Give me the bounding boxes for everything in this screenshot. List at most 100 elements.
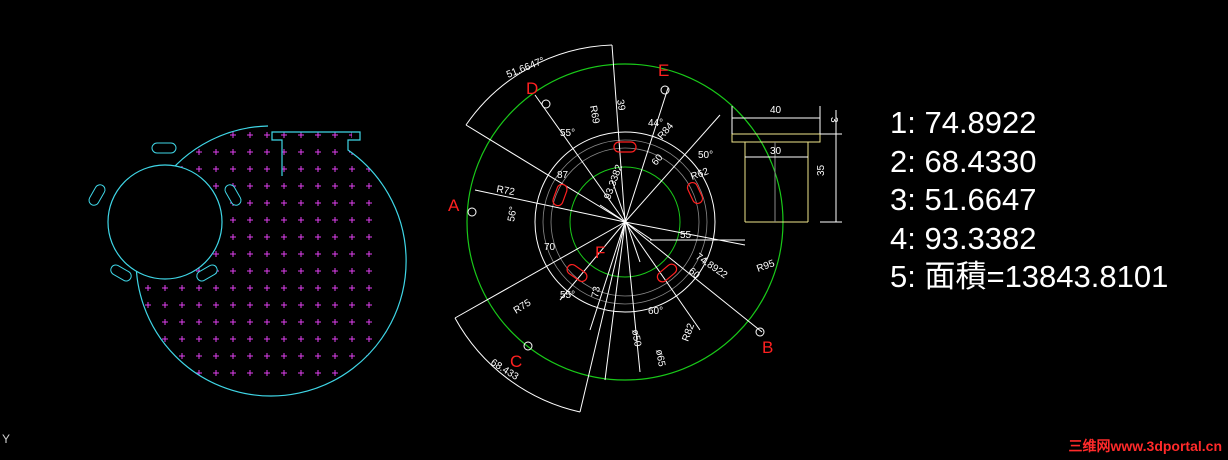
dim-r75: R75 (512, 297, 534, 316)
hatch-mark (162, 370, 168, 376)
hatch-mark (9, 319, 15, 325)
hatch-mark (247, 217, 253, 223)
hatch-mark (230, 149, 236, 155)
measurement-results: 1: 74.8922 2: 68.4330 3: 51.6647 4: 93.3… (890, 104, 1168, 297)
hatch-mark (77, 200, 83, 206)
hatch-mark (315, 370, 321, 376)
hatch-mark (145, 353, 151, 359)
hatch-mark (281, 115, 287, 121)
hatched-flange-part[interactable] (9, 81, 407, 397)
hatch-mark (111, 183, 117, 189)
hatch-mark (332, 302, 338, 308)
hatch-mark (179, 336, 185, 342)
hatch-mark (264, 149, 270, 155)
angle-60: 60° (648, 306, 663, 317)
slot-bottom-left (110, 264, 132, 282)
hatch-mark (77, 183, 83, 189)
dim-65: ø65 (653, 349, 667, 368)
hatch-mark (298, 319, 304, 325)
hatch-mark (349, 319, 355, 325)
hatch-mark (213, 336, 219, 342)
point-label-f: F (595, 243, 605, 262)
hatch-mark (162, 302, 168, 308)
hatch-mark (94, 353, 100, 359)
hatch-mark (9, 302, 15, 308)
hatch-mark (43, 200, 49, 206)
hatch-mark (111, 98, 117, 104)
point-labels: A B C D E F (448, 61, 773, 371)
hatch-mark (77, 285, 83, 291)
hatch-mark (349, 353, 355, 359)
hatch-mark (94, 98, 100, 104)
hatch-mark (247, 132, 253, 138)
hatch-mark (60, 98, 66, 104)
hatch-mark (281, 285, 287, 291)
dimension-labels: 51.6647° 68.433 74.8922 R72 R75 R95 R62 … (488, 56, 839, 383)
hatch-mark (298, 132, 304, 138)
hatch-mark (281, 353, 287, 359)
hatch-mark (247, 370, 253, 376)
hatch-mark (230, 353, 236, 359)
hatch-mark (315, 319, 321, 325)
hatch-mark (9, 336, 15, 342)
hatch-mark (9, 285, 15, 291)
hatch-mark (315, 285, 321, 291)
hatch-mark (281, 132, 287, 138)
hatch-mark (332, 217, 338, 223)
hatch-mark (145, 115, 151, 121)
hatch-mark (60, 353, 66, 359)
hatch-mark (9, 217, 15, 223)
hatch-mark (9, 268, 15, 274)
hatch-mark (162, 353, 168, 359)
hatch-mark (230, 370, 236, 376)
hatch-mark (9, 353, 15, 359)
hatch-mark (196, 132, 202, 138)
hatch-mark (60, 166, 66, 172)
hatch-mark (43, 251, 49, 257)
point-label-c: C (510, 352, 522, 371)
hatch-mark (26, 149, 32, 155)
dim-60b: 60 (686, 266, 702, 282)
dim-arc-upper (465, 44, 613, 126)
hatch-mark (145, 98, 151, 104)
hatch-mark (264, 115, 270, 121)
hatch-mark (196, 149, 202, 155)
hatch-mark (77, 217, 83, 223)
hatch-mark (298, 353, 304, 359)
hatch-mark (77, 132, 83, 138)
hatch-mark (196, 166, 202, 172)
hatch-mark (77, 336, 83, 342)
hatch-mark (366, 302, 372, 308)
angle-50: 50° (698, 150, 713, 161)
hatch-mark (230, 115, 236, 121)
hatch-mark (26, 319, 32, 325)
hatch-mark (332, 200, 338, 206)
hatch-mark (196, 98, 202, 104)
hatch-mark (60, 319, 66, 325)
hatch-mark (43, 302, 49, 308)
hatch-mark (94, 268, 100, 274)
hatch-mark (281, 234, 287, 240)
hatch-mark (281, 370, 287, 376)
hatch-mark (43, 268, 49, 274)
hatch-mark (349, 268, 355, 274)
hatch-mark (349, 217, 355, 223)
hatch-mark (26, 200, 32, 206)
hatch-mark (349, 115, 355, 121)
hatch-mark (60, 217, 66, 223)
dim-55: 55 (680, 230, 692, 241)
dimensioned-view[interactable]: A B C D E F 51.6647° 68.433 74.8922 R72 … (448, 44, 842, 413)
hatch-mark (94, 132, 100, 138)
point-label-e: E (658, 61, 669, 80)
result-5: 5: 面積=13843.8101 (890, 259, 1169, 294)
hatch-mark (111, 81, 117, 87)
hatch-mark (349, 166, 355, 172)
hatch-mark (264, 234, 270, 240)
hatch-mark (179, 98, 185, 104)
dim-r62: R62 (689, 166, 710, 183)
hatch-mark (247, 285, 253, 291)
hatch-mark (366, 268, 372, 274)
hatch-mark (366, 183, 372, 189)
hatch-mark (111, 285, 117, 291)
